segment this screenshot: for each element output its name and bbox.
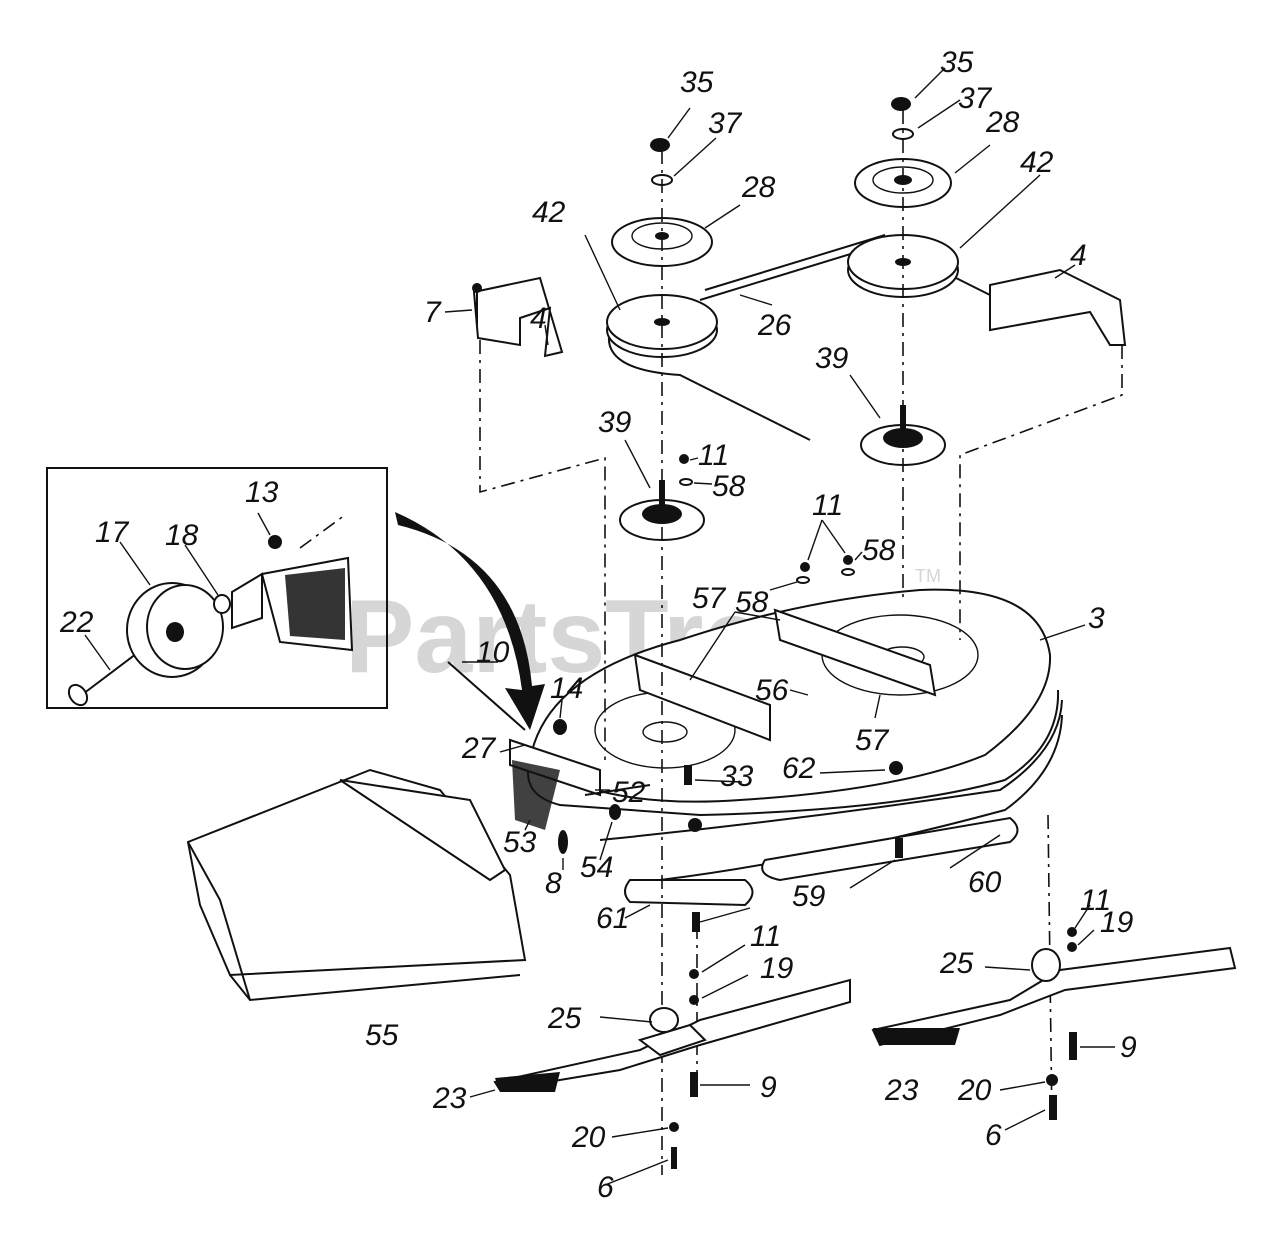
label-8: 8 <box>545 867 562 900</box>
label-56: 56 <box>755 674 789 707</box>
label-4-right: 4 <box>1070 239 1087 272</box>
discharge-chute-55 <box>186 768 527 1002</box>
label-42-left: 42 <box>532 196 566 229</box>
label-17: 17 <box>95 516 130 549</box>
label-60: 60 <box>968 866 1002 899</box>
nut-11b <box>800 562 810 572</box>
label-19-right: 19 <box>1100 906 1134 939</box>
label-9-left: 9 <box>760 1071 777 1104</box>
label-11-upper: 11 <box>698 439 729 472</box>
nut-54 <box>609 804 621 820</box>
label-11-right-blade: 11 <box>1080 884 1111 917</box>
label-54: 54 <box>580 851 613 884</box>
part-labels: 35 37 28 42 7 4 26 39 35 37 28 42 4 39 1… <box>59 46 1137 1204</box>
label-10: 10 <box>476 636 510 669</box>
label-19-left: 19 <box>760 952 794 985</box>
label-35-left: 35 <box>680 66 714 99</box>
hinge-bracket-27 <box>509 738 601 797</box>
label-39-left: 39 <box>598 406 632 439</box>
label-42-right: 42 <box>1020 146 1054 179</box>
bolt-8 <box>558 830 568 854</box>
label-25-left: 25 <box>547 1002 582 1035</box>
watermark-tm: TM <box>915 566 941 586</box>
label-3: 3 <box>1088 602 1105 635</box>
nut-35-left <box>650 138 670 152</box>
label-20-right: 20 <box>957 1074 992 1107</box>
label-53: 53 <box>503 826 537 859</box>
idler-pulley-17 <box>126 582 224 678</box>
blade-assembly-right <box>871 927 1237 1120</box>
washer-58b <box>796 576 810 584</box>
label-22: 22 <box>59 606 94 639</box>
label-28-left: 28 <box>741 171 776 204</box>
label-18: 18 <box>165 519 199 552</box>
label-27: 27 <box>461 732 497 765</box>
label-39-right: 39 <box>815 342 849 375</box>
label-7: 7 <box>424 296 442 329</box>
nut-13 <box>268 535 282 549</box>
label-9-right: 9 <box>1120 1031 1137 1064</box>
label-58-right: 58 <box>862 534 896 567</box>
leader-lines <box>84 67 1115 1186</box>
baffle-61 <box>624 879 754 907</box>
washer-58a <box>679 478 693 486</box>
label-6-left: 6 <box>597 1171 614 1204</box>
label-59: 59 <box>792 880 826 913</box>
inset-frame <box>46 467 388 709</box>
label-35-right: 35 <box>940 46 974 79</box>
label-33: 33 <box>720 760 754 793</box>
label-4-left: 4 <box>530 302 547 335</box>
bracket-4-right <box>989 268 1127 346</box>
label-61: 61 <box>596 902 629 935</box>
label-25-right: 25 <box>939 947 974 980</box>
label-62: 62 <box>782 752 816 785</box>
label-6-right: 6 <box>985 1119 1002 1152</box>
label-14: 14 <box>550 672 583 705</box>
label-58-upper: 58 <box>712 470 746 503</box>
washer-58c <box>841 568 855 576</box>
nut-11c <box>843 555 853 565</box>
label-28-right: 28 <box>985 106 1020 139</box>
bolt-33 <box>684 765 692 785</box>
nut-35-right <box>891 97 911 111</box>
blade-assembly-left <box>493 969 851 1169</box>
inset-bracket <box>231 572 263 630</box>
baffle-60 <box>761 816 1019 882</box>
nut-62a <box>688 818 702 832</box>
label-58-left: 58 <box>735 586 769 619</box>
spring-53 <box>512 760 560 830</box>
label-55: 55 <box>365 1019 399 1052</box>
bolt-61 <box>692 912 700 932</box>
label-57-upper: 57 <box>692 582 727 615</box>
label-20-left: 20 <box>571 1121 606 1154</box>
deck-bracket-57-left <box>633 653 771 742</box>
inset-detail <box>46 467 388 709</box>
hinge-rod-52 <box>584 784 651 796</box>
label-26: 26 <box>757 309 792 342</box>
label-57-lower: 57 <box>855 724 890 757</box>
label-23-left: 23 <box>432 1082 467 1115</box>
nut-62b <box>889 761 903 775</box>
spacer-18 <box>213 594 231 614</box>
rod-10 <box>447 661 526 731</box>
nut-11a <box>679 454 689 464</box>
label-11-middle: 11 <box>812 489 843 522</box>
label-52: 52 <box>612 776 646 809</box>
bolt-59 <box>895 838 903 858</box>
label-37-right: 37 <box>958 82 993 115</box>
deck-bracket-57-right <box>773 608 937 697</box>
bracket-4-left <box>472 276 564 358</box>
label-13: 13 <box>245 476 279 509</box>
nut-14 <box>553 719 567 735</box>
label-11-left-blade: 11 <box>750 920 781 953</box>
label-37-left: 37 <box>708 107 743 140</box>
detail-arrow <box>395 512 545 730</box>
label-23-right: 23 <box>884 1074 919 1107</box>
